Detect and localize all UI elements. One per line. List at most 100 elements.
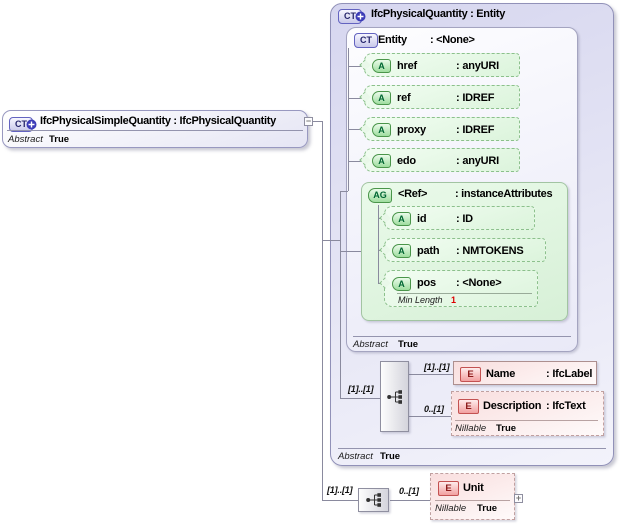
attribute-name: pos	[417, 277, 436, 289]
element-name: Name	[486, 368, 516, 380]
connector-line	[348, 98, 361, 99]
attribute-icon: A	[392, 212, 411, 226]
attribute-group-name: <Ref>	[398, 188, 428, 200]
complex-type-icon-label: CT	[344, 11, 356, 21]
separator-line	[455, 420, 598, 421]
attribute-type: : NMTOKENS	[456, 245, 524, 257]
sequence-connector[interactable]	[380, 361, 409, 432]
derived-type-box[interactable]: CT IfcPhysicalSimpleQuantity : IfcPhysic…	[2, 110, 308, 148]
attribute-row-pos[interactable]: A pos : <None> Min Length 1	[384, 270, 538, 307]
attribute-type: : anyURI	[456, 60, 500, 72]
abstract-facet-label: Abstract	[338, 451, 373, 462]
connector-line	[322, 121, 323, 500]
connector-line	[409, 374, 453, 375]
attribute-name: proxy	[397, 124, 426, 136]
element-name-box[interactable]: E Name : IfcLabel	[453, 361, 597, 385]
collapse-handle[interactable]: −	[304, 116, 313, 126]
attribute-icon: A	[392, 277, 411, 291]
element-name: Unit	[463, 482, 484, 494]
complex-type-icon: CT	[354, 33, 378, 48]
attribute-name: id	[417, 213, 427, 225]
attribute-group-type: : instanceAttributes	[455, 188, 553, 200]
attribute-type: : ID	[456, 213, 473, 225]
attribute-type: : anyURI	[456, 155, 500, 167]
attribute-name: ref	[397, 92, 411, 104]
connector-line	[340, 251, 361, 252]
plus-badge-icon	[26, 119, 37, 130]
attribute-row-ref[interactable]: A ref : IDREF	[364, 85, 520, 109]
connector-line	[313, 121, 322, 122]
attribute-row-id[interactable]: A id : ID	[384, 206, 535, 230]
abstract-facet-label: Abstract	[8, 134, 43, 145]
sequence-icon	[365, 493, 381, 507]
connector-line	[348, 129, 361, 130]
sequence-connector[interactable]	[358, 488, 389, 512]
connector-line	[322, 500, 358, 501]
attribute-type: : IDREF	[456, 124, 495, 136]
complex-type-icon-label: CT	[360, 35, 372, 45]
abstract-facet-value: True	[398, 339, 419, 350]
plus-badge-icon	[355, 11, 366, 22]
element-type: : IfcText	[546, 400, 586, 412]
min-length-facet-value: 1	[451, 295, 457, 305]
entity-type: : <None>	[430, 34, 475, 46]
attribute-group-icon: AG	[368, 188, 392, 203]
connector-line	[348, 48, 349, 191]
connector-line	[322, 240, 340, 241]
attribute-type: : IDREF	[456, 92, 495, 104]
entity-name: Entity	[378, 34, 407, 46]
base-type-title: IfcPhysicalQuantity : Entity	[371, 8, 506, 20]
derived-type-title: IfcPhysicalSimpleQuantity : IfcPhysicalQ…	[40, 115, 276, 127]
connector-line	[390, 500, 430, 501]
cardinality-label: [1]..[1]	[348, 384, 374, 394]
nillable-facet-value: True	[477, 503, 498, 514]
nillable-facet-label: Nillable	[435, 503, 467, 514]
separator-line	[7, 130, 303, 131]
nillable-facet-label: Nillable	[455, 423, 487, 434]
nillable-facet-value: True	[496, 423, 517, 434]
connector-line	[348, 66, 361, 67]
connector-line	[348, 161, 361, 162]
connector-line	[340, 398, 380, 399]
abstract-facet-label: Abstract	[353, 339, 388, 350]
attribute-row-proxy[interactable]: A proxy : IDREF	[364, 117, 520, 141]
separator-line	[397, 293, 532, 294]
attribute-name: path	[417, 245, 440, 257]
expand-handle[interactable]: +	[514, 493, 523, 503]
attribute-row-edo[interactable]: A edo : anyURI	[364, 148, 520, 172]
separator-line	[353, 336, 571, 337]
separator-line	[435, 500, 510, 501]
connector-line	[340, 191, 341, 398]
attribute-row-path[interactable]: A path : NMTOKENS	[384, 238, 546, 262]
element-type: : IfcLabel	[546, 368, 593, 380]
attribute-icon: A	[372, 154, 391, 168]
complex-type-icon: CT	[9, 117, 37, 132]
element-icon: E	[458, 399, 479, 414]
element-icon: E	[460, 367, 481, 382]
attribute-icon: A	[372, 59, 391, 73]
attribute-name: href	[397, 60, 417, 72]
connector-line	[378, 205, 379, 283]
min-length-facet-label: Min Length	[398, 295, 443, 305]
attribute-icon: A	[372, 91, 391, 105]
element-icon: E	[438, 481, 459, 496]
cardinality-label: 0..[1]	[399, 486, 419, 496]
element-description-box[interactable]: E Description : IfcText Nillable True	[451, 391, 604, 436]
attribute-name: edo	[397, 155, 416, 167]
cardinality-label: [1]..[1]	[327, 485, 353, 495]
complex-type-icon: CT	[338, 9, 366, 24]
cardinality-label: 0..[1]	[424, 404, 444, 414]
abstract-facet-value: True	[380, 451, 401, 462]
element-name: Description	[483, 400, 542, 412]
complex-type-icon-label: CT	[15, 119, 27, 129]
attribute-icon: A	[372, 123, 391, 137]
element-unit-box[interactable]: E Unit Nillable True	[430, 473, 515, 520]
connector-line	[409, 416, 451, 417]
attribute-icon: A	[392, 244, 411, 258]
sequence-icon	[386, 389, 402, 404]
cardinality-label: [1]..[1]	[424, 362, 450, 372]
abstract-facet-value: True	[49, 134, 70, 145]
attribute-row-href[interactable]: A href : anyURI	[364, 53, 520, 77]
separator-line	[338, 448, 606, 449]
